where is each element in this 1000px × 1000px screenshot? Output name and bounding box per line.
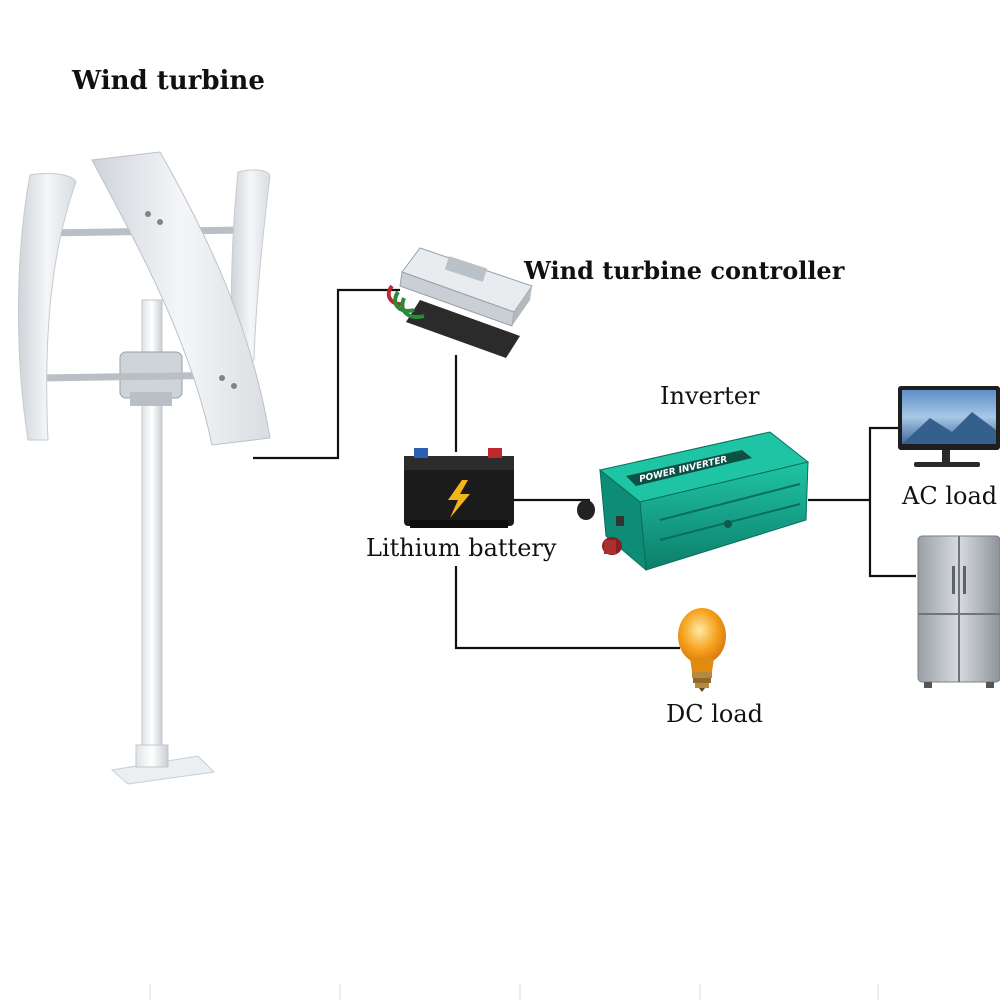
turbine-base-plate bbox=[110, 755, 216, 785]
label-wind-turbine-controller: Wind turbine controller bbox=[524, 256, 845, 285]
wire-ac-load-monitor bbox=[868, 426, 916, 578]
wire-turbine-to-controller bbox=[253, 288, 400, 460]
controller-illustration bbox=[386, 247, 533, 358]
refrigerator-icon bbox=[917, 535, 1000, 688]
turbine-blade-front bbox=[91, 151, 271, 446]
inverter-illustration: POWER INVERTER bbox=[577, 431, 810, 572]
wire-battery-to-dc-load bbox=[454, 566, 680, 650]
turbine-blade-left bbox=[17, 172, 77, 441]
lightning-bolt-icon bbox=[448, 480, 470, 518]
light-bulb-icon bbox=[678, 608, 726, 692]
label-wind-turbine: Wind turbine bbox=[72, 66, 265, 96]
battery-illustration bbox=[404, 448, 514, 528]
wind-turbine-illustration bbox=[17, 151, 271, 785]
label-lithium-battery: Lithium battery bbox=[366, 534, 557, 562]
monitor-icon bbox=[898, 386, 1000, 467]
label-inverter: Inverter bbox=[660, 382, 760, 410]
turbine-blade-right bbox=[230, 169, 271, 361]
bottom-ticks bbox=[149, 984, 879, 1000]
label-ac-load: AC load bbox=[902, 482, 998, 510]
label-dc-load: DC load bbox=[666, 700, 764, 728]
wiring bbox=[253, 288, 916, 650]
